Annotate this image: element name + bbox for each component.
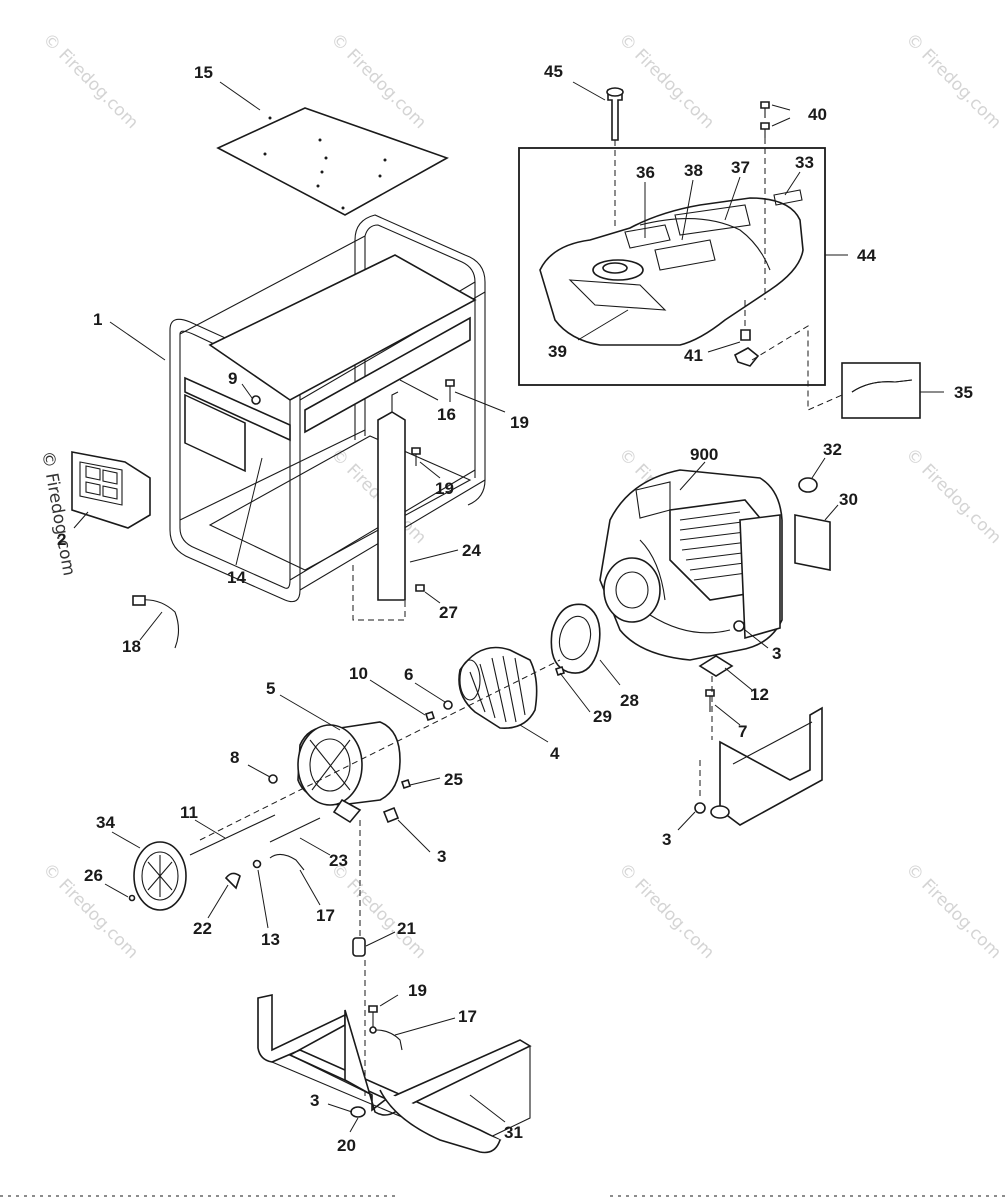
watermark-layer: © Firedog.com © Firedog.com © Firedog.co… (37, 29, 1005, 963)
callout-9: 9 (228, 369, 237, 388)
callout-23: 23 (329, 851, 348, 870)
callout-16: 16 (437, 405, 456, 424)
part-lower-frame (257, 994, 532, 1154)
callout-19: 19 (408, 981, 427, 1000)
callout-17: 17 (316, 906, 335, 925)
callout-1: 1 (93, 310, 102, 329)
callout-3: 3 (772, 644, 781, 663)
callout-30: 30 (839, 490, 858, 509)
callout-36: 36 (636, 163, 655, 182)
part-fuel-tank-assembly (518, 87, 843, 411)
watermark: © Firedog.com (614, 859, 718, 963)
watermark: © Firedog.com (901, 444, 1005, 548)
part-alternator (297, 721, 401, 824)
callout-8: 8 (230, 748, 239, 767)
part-decal-round (798, 477, 818, 493)
callout-35: 35 (954, 383, 973, 402)
watermark: © Firedog.com (326, 859, 430, 963)
watermark: © Firedog.com (901, 29, 1005, 133)
watermark: © Firedog.com (901, 859, 1005, 963)
callout-45: 45 (544, 62, 563, 81)
part-top-cover-plate (216, 107, 449, 216)
callout-33: 33 (795, 153, 814, 172)
part-engine-mount (698, 655, 734, 740)
callout-40: 40 (808, 105, 827, 124)
callout-29: 29 (593, 707, 612, 726)
part-tubular-frame (169, 214, 486, 603)
callout-10: 10 (349, 664, 368, 683)
callout-900: 900 (690, 445, 718, 464)
callout-32: 32 (823, 440, 842, 459)
part-decal-label (794, 514, 831, 571)
assembly-axis (199, 659, 561, 841)
part-engine (599, 469, 783, 661)
part-end-cover (133, 841, 187, 911)
callout-17: 17 (458, 1007, 477, 1026)
callout-6: 6 (404, 665, 413, 684)
callout-26: 26 (84, 866, 103, 885)
callout-18: 18 (122, 637, 141, 656)
callout-38: 38 (684, 161, 703, 180)
callout-24: 24 (462, 541, 481, 560)
leader-lines (73, 81, 944, 1133)
callout-19: 19 (510, 413, 529, 432)
callout-13: 13 (261, 930, 280, 949)
callout-3: 3 (437, 847, 446, 866)
callout-37: 37 (731, 158, 750, 177)
callout-3: 3 (310, 1091, 319, 1110)
callout-41: 41 (684, 346, 703, 365)
callout-22: 22 (193, 919, 212, 938)
callout-31: 31 (504, 1123, 523, 1142)
callout-5: 5 (266, 679, 275, 698)
watermark: © Firedog.com (326, 29, 430, 133)
part-wire-harness (132, 595, 180, 649)
callout-14: 14 (227, 568, 246, 587)
watermark: © Firedog.com (38, 29, 142, 133)
callout-3: 3 (662, 830, 671, 849)
callout-19: 19 (435, 479, 454, 498)
callout-27: 27 (439, 603, 458, 622)
screws (251, 379, 455, 592)
callout-20: 20 (337, 1136, 356, 1155)
callout-21: 21 (397, 919, 416, 938)
watermark: © Firedog.com (614, 29, 718, 133)
part-adapter-gasket (550, 603, 601, 674)
alignment-line (352, 565, 406, 621)
part-right-handle (694, 706, 823, 826)
part-fuel-line (841, 362, 921, 419)
part-mounting-bracket (377, 391, 406, 601)
callout-2: 2 (57, 530, 66, 549)
callout-28: 28 (620, 691, 639, 710)
callout-11: 11 (180, 803, 198, 822)
callout-44: 44 (857, 246, 876, 265)
callout-labels: 15 45 40 36 38 37 33 44 39 41 35 1 9 16 … (57, 62, 973, 1155)
callout-12: 12 (750, 685, 769, 704)
callout-4: 4 (550, 744, 560, 763)
callout-15: 15 (194, 63, 213, 82)
hardware (128, 665, 566, 957)
callout-34: 34 (96, 813, 115, 832)
callout-7: 7 (738, 722, 747, 741)
callout-39: 39 (548, 342, 567, 361)
part-fan-housing (458, 646, 538, 729)
part-control-panel (71, 451, 151, 529)
callout-25: 25 (444, 770, 463, 789)
